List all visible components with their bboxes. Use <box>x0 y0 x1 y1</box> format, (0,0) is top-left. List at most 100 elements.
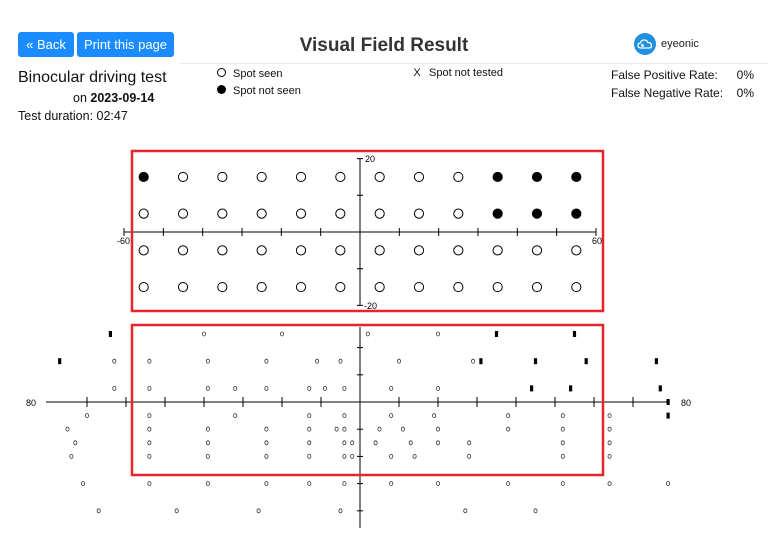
spot-seen-marker <box>112 385 117 391</box>
lower-x-min-label: 80 <box>26 398 36 408</box>
spot-seen-marker <box>412 453 417 459</box>
spot-seen-marker <box>138 208 149 219</box>
spot-seen-marker <box>432 413 437 419</box>
spot-seen-marker <box>256 281 267 293</box>
spot-seen-marker <box>338 508 343 514</box>
spot-seen-marker <box>264 453 269 459</box>
spot-seen-marker <box>531 245 543 256</box>
test-date: on 2023-09-14 <box>73 91 154 105</box>
spot-seen-marker <box>571 281 582 293</box>
spot-seen-marker <box>413 245 425 256</box>
spot-seen-marker <box>174 508 179 514</box>
spot-seen-marker <box>315 358 320 364</box>
spot-seen-marker <box>69 453 74 459</box>
spot-not-seen-marker <box>584 358 588 365</box>
legend-spot-not-seen: Spot not seen <box>214 85 301 97</box>
spot-seen-marker <box>147 358 152 364</box>
spot-seen-marker <box>531 281 543 293</box>
spot-seen-marker <box>217 281 228 293</box>
spot-seen-marker <box>350 453 355 459</box>
spot-seen-marker <box>81 481 86 487</box>
spot-seen-marker <box>177 245 189 256</box>
spot-seen-marker <box>264 385 269 391</box>
spot-seen-marker <box>607 413 612 419</box>
spot-seen-marker <box>205 453 210 459</box>
spot-seen-marker <box>307 481 312 487</box>
spot-seen-marker <box>607 481 612 487</box>
spot-seen-marker <box>65 426 70 432</box>
spot-seen-marker <box>607 426 612 432</box>
print-button[interactable]: Print this page <box>77 32 174 57</box>
spot-seen-marker <box>435 426 440 432</box>
spot-not-seen-marker <box>531 171 543 183</box>
spot-seen-marker <box>396 358 401 364</box>
test-date-value: 2023-09-14 <box>90 91 155 105</box>
upper-x-max-label: 60 <box>592 236 602 246</box>
spot-seen-marker <box>205 440 210 446</box>
header-divider <box>180 63 768 64</box>
spot-seen-marker <box>471 358 476 364</box>
false-negative-rate: False Negative Rate: 0% <box>611 86 754 100</box>
spot-not-seen-marker <box>572 331 577 337</box>
spot-seen-marker <box>374 208 385 219</box>
spot-seen-marker <box>389 481 394 487</box>
spot-seen-marker <box>73 440 78 446</box>
spot-seen-marker <box>560 481 565 487</box>
spot-seen-marker <box>335 208 346 219</box>
spot-not-seen-marker <box>571 208 582 219</box>
false-positive-value: 0% <box>736 68 754 82</box>
spot-seen-marker <box>307 413 312 419</box>
spot-seen-marker <box>666 481 671 487</box>
spot-seen-marker <box>389 385 394 391</box>
spot-seen-marker <box>233 385 238 391</box>
spot-seen-marker <box>147 413 152 419</box>
spot-seen-marker <box>453 245 464 256</box>
spot-not-seen-marker <box>492 208 503 219</box>
filled-circle-icon <box>216 85 226 94</box>
spot-seen-marker <box>205 426 210 432</box>
spot-seen-marker <box>389 413 394 419</box>
spot-not-seen-marker <box>494 331 499 337</box>
spot-seen-marker <box>374 281 385 293</box>
spot-seen-marker <box>147 385 152 391</box>
spot-not-seen-marker <box>569 385 573 392</box>
spot-seen-marker <box>147 440 152 446</box>
spot-not-seen-marker <box>479 358 483 365</box>
spot-seen-marker <box>177 281 189 293</box>
false-positive-label: False Positive Rate: <box>611 68 718 82</box>
highlight-box-lower <box>130 323 605 477</box>
spot-seen-marker <box>506 413 511 419</box>
spot-seen-marker <box>322 385 327 391</box>
spot-not-seen-marker <box>666 412 670 419</box>
spot-not-seen-marker <box>571 171 582 183</box>
spot-seen-marker <box>467 440 472 446</box>
spot-seen-marker <box>256 208 267 219</box>
test-name: Binocular driving test <box>18 69 167 86</box>
spot-seen-marker <box>342 453 347 459</box>
spot-not-seen-marker <box>533 358 538 365</box>
spot-seen-marker <box>413 281 425 293</box>
spot-not-seen-marker <box>58 358 62 365</box>
back-button[interactable]: « Back <box>18 32 74 57</box>
spot-seen-marker <box>435 440 440 446</box>
x-mark-icon: X <box>413 67 421 79</box>
spot-seen-marker <box>342 413 347 419</box>
spot-seen-marker <box>138 245 149 256</box>
spot-seen-marker <box>607 440 612 446</box>
false-negative-label: False Negative Rate: <box>611 86 724 100</box>
spot-seen-marker <box>307 385 312 391</box>
spot-seen-marker <box>338 358 343 364</box>
spot-seen-marker <box>205 358 210 364</box>
false-negative-value: 0% <box>736 86 754 100</box>
spot-seen-marker <box>138 281 149 293</box>
spot-seen-marker <box>463 508 468 514</box>
spot-seen-marker <box>389 453 394 459</box>
spot-seen-marker <box>295 245 307 256</box>
spot-seen-marker <box>334 426 339 432</box>
spot-not-seen-marker <box>666 399 670 405</box>
spot-seen-marker <box>506 426 511 432</box>
spot-seen-marker <box>435 385 440 391</box>
spot-seen-marker <box>217 171 228 183</box>
spot-seen-marker <box>147 426 152 432</box>
spot-seen-marker <box>400 426 405 432</box>
